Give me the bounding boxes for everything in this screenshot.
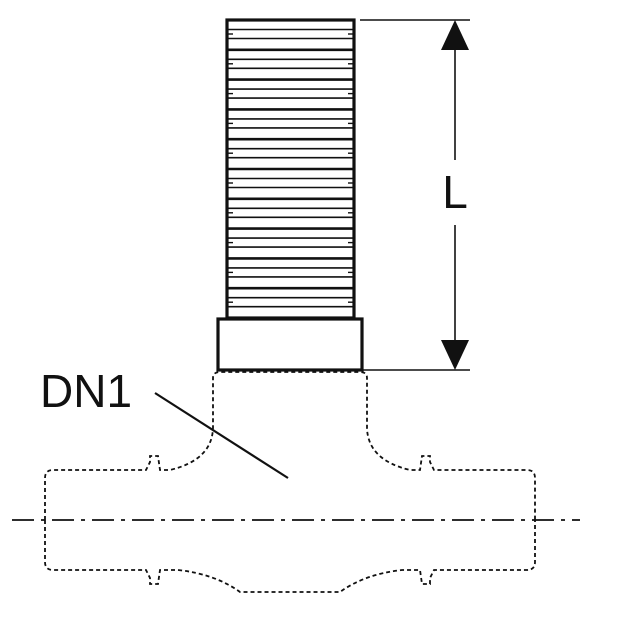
tee-lower-outline — [44, 520, 536, 593]
dimension-arrow-down-icon — [441, 340, 469, 370]
length-dimension-label: L — [442, 166, 468, 218]
spigot-ribs — [227, 28, 354, 320]
nominal-diameter-label: DN1 — [40, 365, 132, 417]
spigot-collar — [216, 317, 364, 372]
dimension-arrow-up-icon — [441, 20, 469, 50]
tee-upper-outline — [44, 371, 536, 520]
tee-fitting-outline — [44, 371, 536, 593]
dn1-leader-line — [154, 392, 289, 479]
corrugated-spigot — [225, 18, 356, 320]
